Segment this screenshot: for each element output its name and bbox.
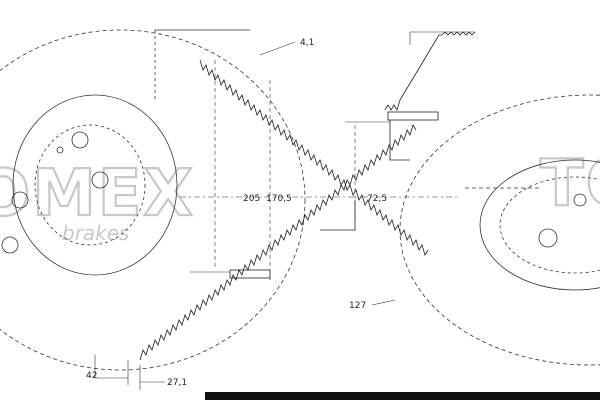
bolt-hole-2	[91, 171, 109, 189]
hub-flange-top	[387, 111, 439, 121]
disc-perspective-right	[399, 94, 600, 366]
label-diameter-170: 170,5	[266, 194, 292, 204]
label-hub-height: 42	[86, 371, 97, 381]
watermark-left: TOMEX brakes	[0, 156, 195, 245]
disc-hub-inner-left	[34, 124, 146, 246]
leader-127	[371, 299, 396, 306]
bolt-hole-right-1	[538, 228, 558, 248]
label-bolt-circle: 127	[349, 301, 366, 311]
disc-hub-ring-right	[479, 159, 600, 291]
disc-outer-edge-left	[0, 29, 306, 371]
vent-teeth-top	[384, 31, 476, 111]
label-total-width: 27,1	[167, 378, 187, 388]
label-diameter-205: 205	[243, 194, 260, 204]
vent-teeth-lower	[139, 124, 417, 361]
label-thickness-top: 4,1	[300, 38, 314, 48]
leader-thickness-top	[259, 41, 296, 56]
watermark-sub-left: brakes	[62, 221, 129, 245]
label-center-bore: 72,5	[367, 194, 387, 204]
disc-hub-ring-left	[12, 94, 178, 276]
disc-perspective-left	[0, 29, 306, 371]
bolt-hole-right-2	[573, 193, 587, 207]
watermark-brand-right: TOMEX	[540, 147, 600, 221]
vent-teeth-upper	[199, 59, 429, 256]
bolt-hole-4	[1, 236, 19, 254]
disc-hub-inner-right	[499, 176, 600, 274]
bottom-bar	[205, 392, 600, 400]
bolt-hole-1	[71, 131, 89, 149]
dimension-lines	[94, 31, 475, 390]
watermark-right: TOMEX	[539, 146, 600, 222]
hub-step	[389, 120, 410, 161]
bolt-hole-3	[11, 191, 29, 209]
watermark-brand-left: TOMEX	[0, 157, 195, 231]
hub-flange-bottom	[229, 269, 271, 279]
disc-outer-edge-right	[399, 94, 600, 366]
small-hole-1	[56, 146, 64, 154]
